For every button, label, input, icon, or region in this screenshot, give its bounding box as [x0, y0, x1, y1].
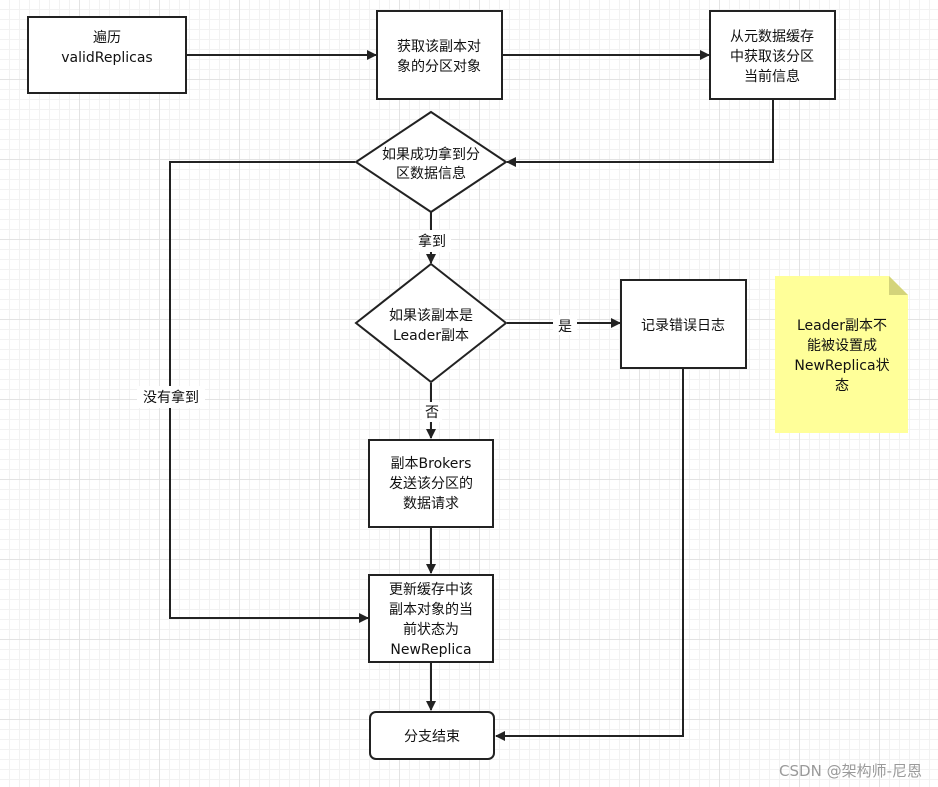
decision-if-got-line-1: 如果成功拿到分 [382, 146, 480, 163]
node-end: 分支结束 [369, 711, 495, 760]
node-get-meta-line-3: 当前信息 [744, 68, 800, 85]
node-update-cache-line-1: 更新缓存中该 [389, 582, 473, 598]
watermark: CSDN @架构师-尼恩 [779, 762, 922, 780]
node-get-partition-line-1: 获取该副本对 [397, 39, 481, 55]
node-send-request: 副本Brokers 发送该分区的 数据请求 [368, 439, 494, 528]
note-line-1: Leader副本不 [797, 318, 887, 334]
node-send-request-line-3: 数据请求 [403, 496, 459, 512]
node-send-request-line-1: 副本Brokers [391, 456, 472, 472]
node-get-meta-line-1: 从元数据缓存 [730, 29, 814, 45]
edge-label-not-got: 没有拿到 [143, 389, 199, 406]
decision-if-leader-line-2: Leader副本 [393, 328, 469, 344]
node-update-cache-line-4: NewReplica [390, 642, 471, 658]
node-log-error: 记录错误日志 [620, 279, 747, 369]
node-get-partition: 获取该副本对 象的分区对象 [376, 10, 503, 100]
decision-if-got-line-2: 区数据信息 [396, 165, 466, 182]
node-update-cache-line-2: 副本对象的当 [389, 602, 473, 618]
edge-get-meta-to-if-got [506, 99, 774, 167]
edge-label-no: 否 [425, 405, 439, 421]
node-update-cache-line-3: 前状态为 [403, 621, 459, 638]
node-update-cache: 更新缓存中该 副本对象的当 前状态为 NewReplica [368, 574, 494, 663]
sticky-note: Leader副本不 能被设置成 NewReplica状 态 [775, 276, 908, 433]
node-get-partition-line-2: 象的分区对象 [397, 59, 481, 75]
node-traverse-line-2: validReplicas [61, 50, 152, 66]
node-log-error-line-1: 记录错误日志 [641, 318, 725, 334]
decision-if-got: 如果成功拿到分 区数据信息 [354, 110, 508, 214]
edge-label-yes: 是 [558, 319, 572, 335]
note-line-3: NewReplica状 [794, 358, 889, 374]
node-send-request-line-2: 发送该分区的 [389, 476, 473, 492]
node-end-line-1: 分支结束 [404, 729, 460, 745]
node-traverse-line-1: 遍历 [93, 30, 121, 46]
node-traverse: 遍历 validReplicas [27, 16, 187, 94]
edge-log-error-to-end [495, 368, 684, 741]
node-get-meta-line-2: 中获取该分区 [730, 49, 814, 65]
decision-if-leader: 如果该副本是 Leader副本 [354, 262, 508, 384]
note-fold-icon [889, 276, 908, 295]
decision-if-leader-line-1: 如果该副本是 [389, 308, 473, 324]
edge-labels: 拿到 没有拿到 是 否 [137, 230, 577, 422]
edge-label-got: 拿到 [418, 233, 446, 250]
note-line-2: 能被设置成 [807, 338, 877, 354]
note-line-4: 态 [835, 378, 849, 394]
node-get-meta: 从元数据缓存 中获取该分区 当前信息 [709, 10, 836, 100]
